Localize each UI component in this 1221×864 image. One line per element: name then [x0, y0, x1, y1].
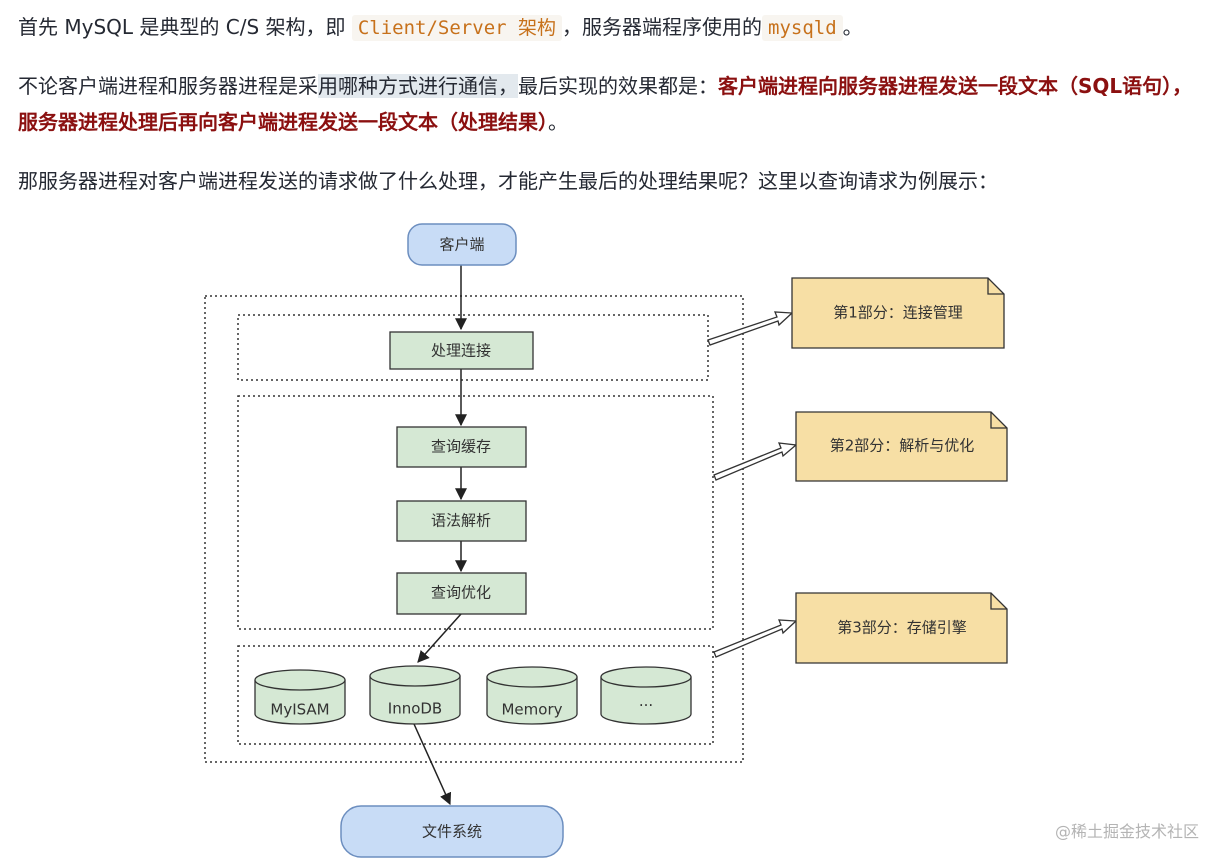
engine-myisam: MyISAM	[254, 669, 346, 725]
parse-node: 语法解析	[396, 500, 527, 542]
section-connection	[237, 314, 709, 381]
server-boundary	[204, 295, 744, 763]
section-parse-optimize	[237, 395, 714, 630]
parse-label: 语法解析	[431, 512, 491, 530]
note-part2-label: 第2部分：解析与优化	[830, 437, 975, 455]
client-label: 客户端	[439, 236, 484, 254]
engine-more-label: ···	[639, 697, 653, 715]
note-part1-label: 第1部分：连接管理	[833, 304, 963, 322]
highlighted-text: 用哪种方式进行通信，	[318, 74, 518, 98]
emphasis-text: 客户端进程向服务器进程发送一段文本（SQL语句），服务器进程处理后再向客户端进程…	[18, 74, 1193, 134]
client-node: 客户端	[407, 223, 517, 266]
arrow-optimize-to-innodb	[417, 613, 462, 663]
optimize-label: 查询优化	[431, 584, 491, 602]
intro-text-1: 首先 MySQL 是典型的 C/S 架构，即	[18, 15, 352, 39]
intro-text-2: ，服务器端程序使用的	[562, 15, 763, 39]
engine-more: ···	[600, 666, 692, 725]
engine-innodb: InnoDB	[369, 665, 461, 725]
mysql-architecture-diagram: 客户端 处理连接 查询缓存 语法解析 查询优化 MyISAM InnoDB Me…	[204, 223, 1008, 858]
arrow-innodb-to-fs	[413, 723, 452, 806]
filesystem-node: 文件系统	[340, 805, 564, 858]
filesystem-label: 文件系统	[422, 823, 482, 841]
hollow-arrow-part3	[713, 619, 798, 658]
hollow-arrow-part1	[707, 311, 794, 346]
note-part2: 第2部分：解析与优化	[795, 411, 1008, 482]
hollow-arrow-part2	[713, 442, 798, 481]
cache-node: 查询缓存	[396, 426, 527, 468]
comm-text-2: 最后实现的效果都是：	[518, 74, 718, 98]
watermark: @稀土掘金技术社区	[1054, 822, 1199, 841]
inline-code-mysqld: mysqld	[762, 15, 843, 41]
cache-label: 查询缓存	[431, 438, 491, 456]
section-storage	[237, 645, 714, 745]
engine-innodb-label: InnoDB	[388, 700, 442, 718]
connect-label: 处理连接	[431, 342, 491, 360]
note-part1: 第1部分：连接管理	[791, 277, 1005, 349]
intro-paragraph: 首先 MySQL 是典型的 C/S 架构，即 Client/Server 架构，…	[18, 10, 863, 45]
engine-myisam-label: MyISAM	[270, 701, 329, 719]
inline-code-client-server: Client/Server 架构	[351, 15, 563, 41]
engine-memory: Memory	[486, 666, 578, 725]
question-paragraph: 那服务器进程对客户端进程发送的请求做了什么处理，才能产生最后的处理结果呢？这里以…	[18, 169, 998, 193]
intro-text-3: 。	[842, 15, 863, 39]
optimize-node: 查询优化	[396, 572, 527, 615]
communication-paragraph: 不论客户端进程和服务器进程是采用哪种方式进行通信，最后实现的效果都是：客户端进程…	[18, 68, 1198, 140]
note-part3-label: 第3部分：存储引擎	[837, 619, 967, 637]
comm-text-3: 。	[548, 110, 568, 134]
note-part3: 第3部分：存储引擎	[795, 592, 1008, 664]
connect-node: 处理连接	[389, 331, 534, 370]
comm-text-1: 不论客户端进程和服务器进程是采	[18, 74, 318, 98]
engine-memory-label: Memory	[501, 701, 562, 719]
